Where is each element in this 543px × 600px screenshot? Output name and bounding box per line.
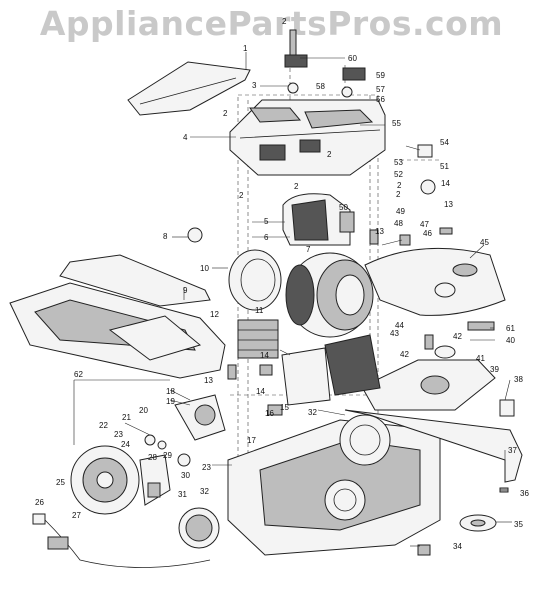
callout-42: 42 — [400, 350, 409, 359]
filter — [237, 319, 279, 359]
brush-roll-assembly — [70, 394, 226, 515]
callout-13: 13 — [444, 200, 453, 209]
callout-2: 2 — [294, 182, 299, 191]
callout-28: 28 — [148, 453, 157, 462]
callout-5: 5 — [264, 217, 269, 226]
callout-8: 8 — [163, 232, 168, 241]
callout-53: 53 — [394, 158, 403, 167]
bag-door — [361, 359, 496, 411]
callout-21: 21 — [122, 413, 131, 422]
top-cover-assembly — [229, 99, 386, 176]
callout-2: 2 — [327, 150, 332, 159]
callout-39: 39 — [490, 365, 499, 374]
base-housing — [227, 414, 441, 556]
switch-buttons — [284, 29, 366, 98]
callout-57: 57 — [376, 85, 385, 94]
callout-34: 34 — [453, 542, 462, 551]
callout-14: 14 — [260, 351, 269, 360]
callout-40: 40 — [506, 336, 515, 345]
bumper-rail — [344, 409, 523, 483]
callout-24: 24 — [121, 440, 130, 449]
callout-46: 46 — [423, 229, 432, 238]
callout-2: 2 — [282, 17, 287, 26]
callout-26: 26 — [35, 498, 44, 507]
caster-wheel — [459, 514, 497, 532]
watermark: AppliancePartsPros.com — [39, 4, 504, 43]
callout-27: 27 — [72, 511, 81, 520]
callout-41: 41 — [476, 354, 485, 363]
callout-14: 14 — [256, 387, 265, 396]
top-cover-plate — [127, 61, 251, 116]
callout-6: 6 — [264, 233, 269, 242]
callout-59: 59 — [376, 71, 385, 80]
callout-47: 47 — [420, 220, 429, 229]
callout-23: 23 — [202, 463, 211, 472]
motor-gasket-ring — [228, 249, 282, 311]
callout-49: 49 — [396, 207, 405, 216]
leader-lines — [73, 52, 512, 547]
callout-30: 30 — [181, 471, 190, 480]
power-cord — [32, 513, 211, 568]
wheel-cover — [178, 507, 220, 549]
callout-50: 50 — [339, 203, 348, 212]
callout-18: 18 — [166, 387, 175, 396]
callout-61: 61 — [506, 324, 515, 333]
callout-58: 58 — [316, 82, 325, 91]
callout-45: 45 — [480, 238, 489, 247]
callout-22: 22 — [99, 421, 108, 430]
callout-35: 35 — [514, 520, 523, 529]
callout-17: 17 — [247, 436, 256, 445]
callout-52: 52 — [394, 170, 403, 179]
callout-43: 43 — [390, 329, 399, 338]
callout-48: 48 — [394, 219, 403, 228]
callout-37: 37 — [508, 446, 517, 455]
callout-2: 2 — [239, 191, 244, 200]
callout-13: 13 — [375, 227, 384, 236]
callout-10: 10 — [200, 264, 209, 273]
callout-25: 25 — [56, 478, 65, 487]
callout-56: 56 — [376, 95, 385, 104]
callout-60: 60 — [348, 54, 357, 63]
callout-62: 62 — [74, 370, 83, 379]
callout-2: 2 — [396, 190, 401, 199]
motor-housing — [282, 193, 355, 246]
bag-housing-cover — [364, 247, 506, 316]
callout-12: 12 — [210, 310, 219, 319]
callout-20: 20 — [139, 406, 148, 415]
callout-31: 31 — [178, 490, 187, 499]
motor — [285, 252, 374, 338]
callout-55: 55 — [392, 119, 401, 128]
callout-51: 51 — [440, 162, 449, 171]
callout-3: 3 — [252, 81, 257, 90]
filter-frame — [9, 254, 226, 379]
callout-42: 42 — [453, 332, 462, 341]
callout-23: 23 — [114, 430, 123, 439]
callout-13: 13 — [204, 376, 213, 385]
callout-11: 11 — [255, 306, 264, 315]
callout-14: 14 — [441, 179, 450, 188]
exhaust-grille — [281, 334, 381, 406]
callout-44: 44 — [395, 321, 404, 330]
callout-54: 54 — [440, 138, 449, 147]
callout-15: 15 — [280, 403, 289, 412]
callout-32: 32 — [308, 408, 317, 417]
callout-4: 4 — [183, 133, 188, 142]
callout-38: 38 — [514, 375, 523, 384]
callout-1: 1 — [243, 44, 248, 53]
callout-2: 2 — [223, 109, 228, 118]
callout-19: 19 — [166, 397, 175, 406]
callout-labels: 1 2 2 2 2 2 2 2 3 4 5 6 7 8 9 10 11 12 1… — [35, 17, 529, 551]
callout-16: 16 — [265, 409, 274, 418]
callout-32: 32 — [200, 487, 209, 496]
callout-2: 2 — [397, 181, 402, 190]
callout-7: 7 — [306, 245, 311, 254]
callout-9: 9 — [183, 286, 188, 295]
callout-36: 36 — [520, 489, 529, 498]
small-hardware — [187, 144, 515, 556]
callout-29: 29 — [163, 451, 172, 460]
